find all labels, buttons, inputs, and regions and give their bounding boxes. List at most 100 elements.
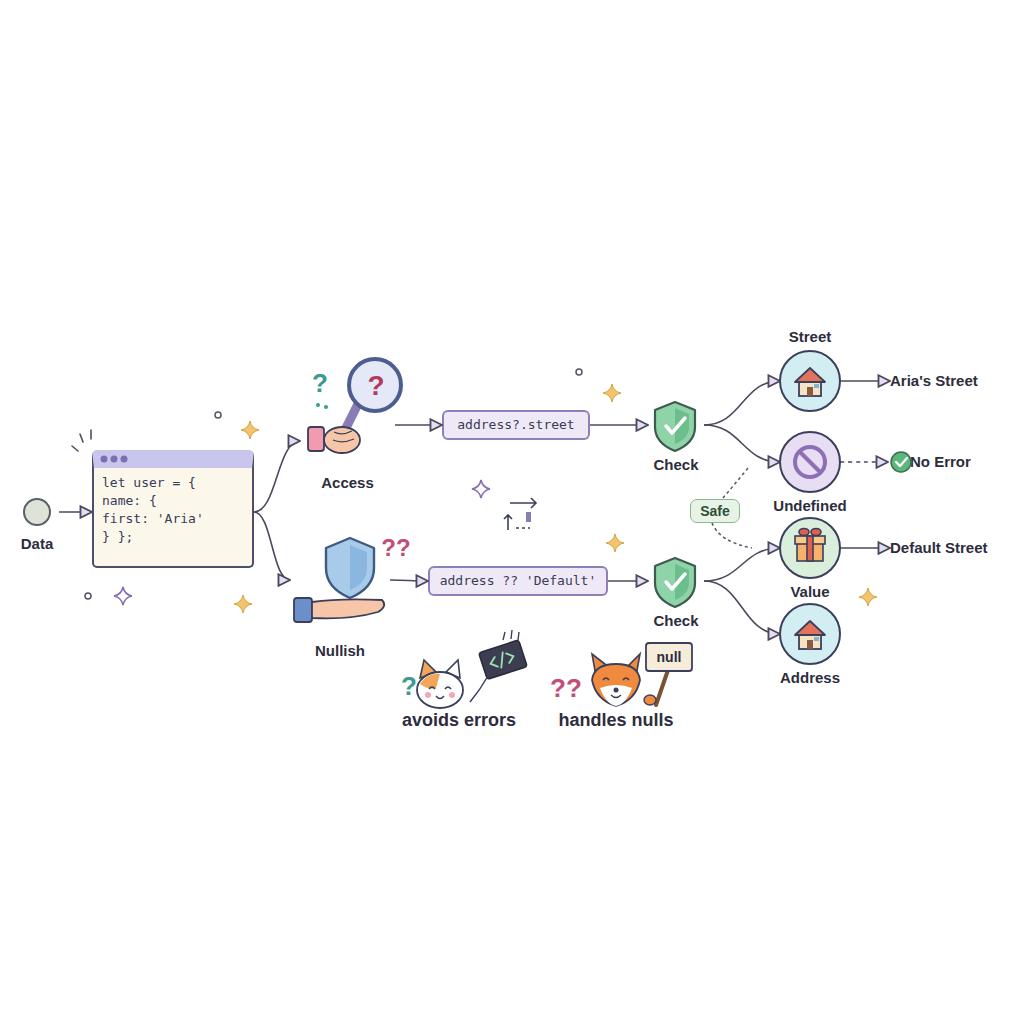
question-mark: ? — [312, 370, 328, 396]
cat-head — [417, 672, 463, 708]
node-text: let user = { name: { first: 'Aria' } }; — [102, 474, 208, 546]
dot — [85, 593, 91, 599]
flow-arrow — [608, 580, 648, 582]
prohibited-ring — [795, 447, 825, 477]
node-text: No Error — [910, 453, 971, 471]
open-hand — [312, 599, 384, 618]
check-shield — [655, 402, 695, 451]
code-pill: address?.street — [442, 410, 590, 440]
sparkles — [114, 480, 490, 605]
node-text: Safe — [700, 502, 730, 520]
mascot-caption: avoids errors — [402, 711, 516, 729]
fox-nose — [614, 688, 619, 693]
undefined-circle — [780, 432, 840, 492]
flow-arrow — [590, 424, 648, 426]
code-window: let user = { name: { first: 'Aria' } }; — [92, 450, 254, 568]
hand-fist — [324, 427, 360, 453]
check-shield — [655, 558, 695, 607]
dash — [516, 527, 530, 529]
node-text: Aria's Street — [890, 372, 978, 390]
flow-arrow — [254, 512, 290, 580]
sign-stick — [656, 670, 668, 705]
ok-check — [896, 458, 907, 466]
gift-bow — [799, 529, 809, 536]
cat-mouth — [436, 696, 444, 699]
block — [526, 512, 531, 522]
dot — [215, 412, 221, 418]
shield-body — [326, 538, 374, 598]
cat-eyes — [429, 687, 451, 689]
prohibited-icon — [795, 447, 825, 477]
node-text: Nullish — [315, 642, 365, 660]
fox-muzzle — [600, 685, 632, 706]
street-circle — [780, 351, 840, 411]
node-text: Street — [789, 328, 832, 346]
sparkles — [234, 384, 877, 613]
mascot-caption: handles nulls — [558, 711, 673, 729]
window-dot — [101, 456, 108, 463]
cat-blush — [425, 692, 431, 698]
sparkle — [859, 588, 877, 606]
question-mark: ? — [401, 673, 417, 699]
arrow-up — [504, 515, 512, 530]
node-text: Address — [780, 669, 840, 687]
sparkle — [603, 384, 621, 402]
flow-arrow — [254, 441, 300, 512]
value-circle — [780, 518, 840, 578]
swap-symbol — [504, 498, 536, 530]
data-circle — [24, 499, 50, 525]
sparkle — [241, 421, 259, 439]
shield-shade — [350, 545, 367, 590]
dot — [316, 403, 320, 407]
sparkle — [114, 587, 132, 605]
nullish-icon — [294, 538, 384, 622]
window-dots — [101, 456, 128, 463]
tick — [80, 434, 83, 442]
dot — [324, 405, 328, 409]
gift-icon — [795, 529, 825, 562]
hand-cuff — [294, 598, 312, 622]
cat-blush — [449, 692, 455, 698]
fox-head — [592, 664, 640, 706]
fox-paw — [644, 695, 656, 705]
node-text: Undefined — [773, 497, 846, 515]
arrow-right — [510, 498, 536, 508]
cat-mascot — [417, 630, 527, 708]
motion-lines — [503, 630, 519, 640]
flow-arrow — [704, 425, 780, 462]
finger-lines — [333, 431, 354, 442]
gift-ribbon — [807, 536, 813, 561]
magnifier-icon — [308, 359, 401, 453]
hand-cuff — [308, 427, 324, 451]
flow-arrow — [704, 581, 780, 634]
code-glyph — [488, 650, 515, 671]
safe-tag: Safe — [690, 499, 740, 523]
sign-board — [646, 643, 692, 671]
flow-arrow — [840, 380, 890, 382]
outcome-text: Aria's Street — [890, 370, 1015, 392]
house-icon — [795, 368, 825, 396]
window-dot — [121, 456, 128, 463]
tick — [90, 430, 92, 439]
dots — [85, 369, 582, 599]
outcome-text: Default Street — [890, 537, 1018, 559]
prohibited-bar — [799, 451, 821, 473]
node-text: Data — [21, 535, 54, 553]
node-text: Check — [653, 612, 698, 630]
node-text: address?.street — [457, 416, 574, 434]
flow-arrow — [704, 381, 780, 425]
cat-patch — [420, 674, 440, 689]
flow-arrow — [59, 511, 92, 513]
sparkle — [234, 595, 252, 613]
tick — [72, 446, 78, 451]
flow-arrow — [390, 580, 428, 581]
cat-paw-line — [470, 676, 488, 702]
dashed-leader — [712, 523, 752, 548]
dashed-leader — [722, 468, 748, 499]
fox-mouth — [611, 695, 621, 698]
laptop-screen — [479, 640, 528, 680]
